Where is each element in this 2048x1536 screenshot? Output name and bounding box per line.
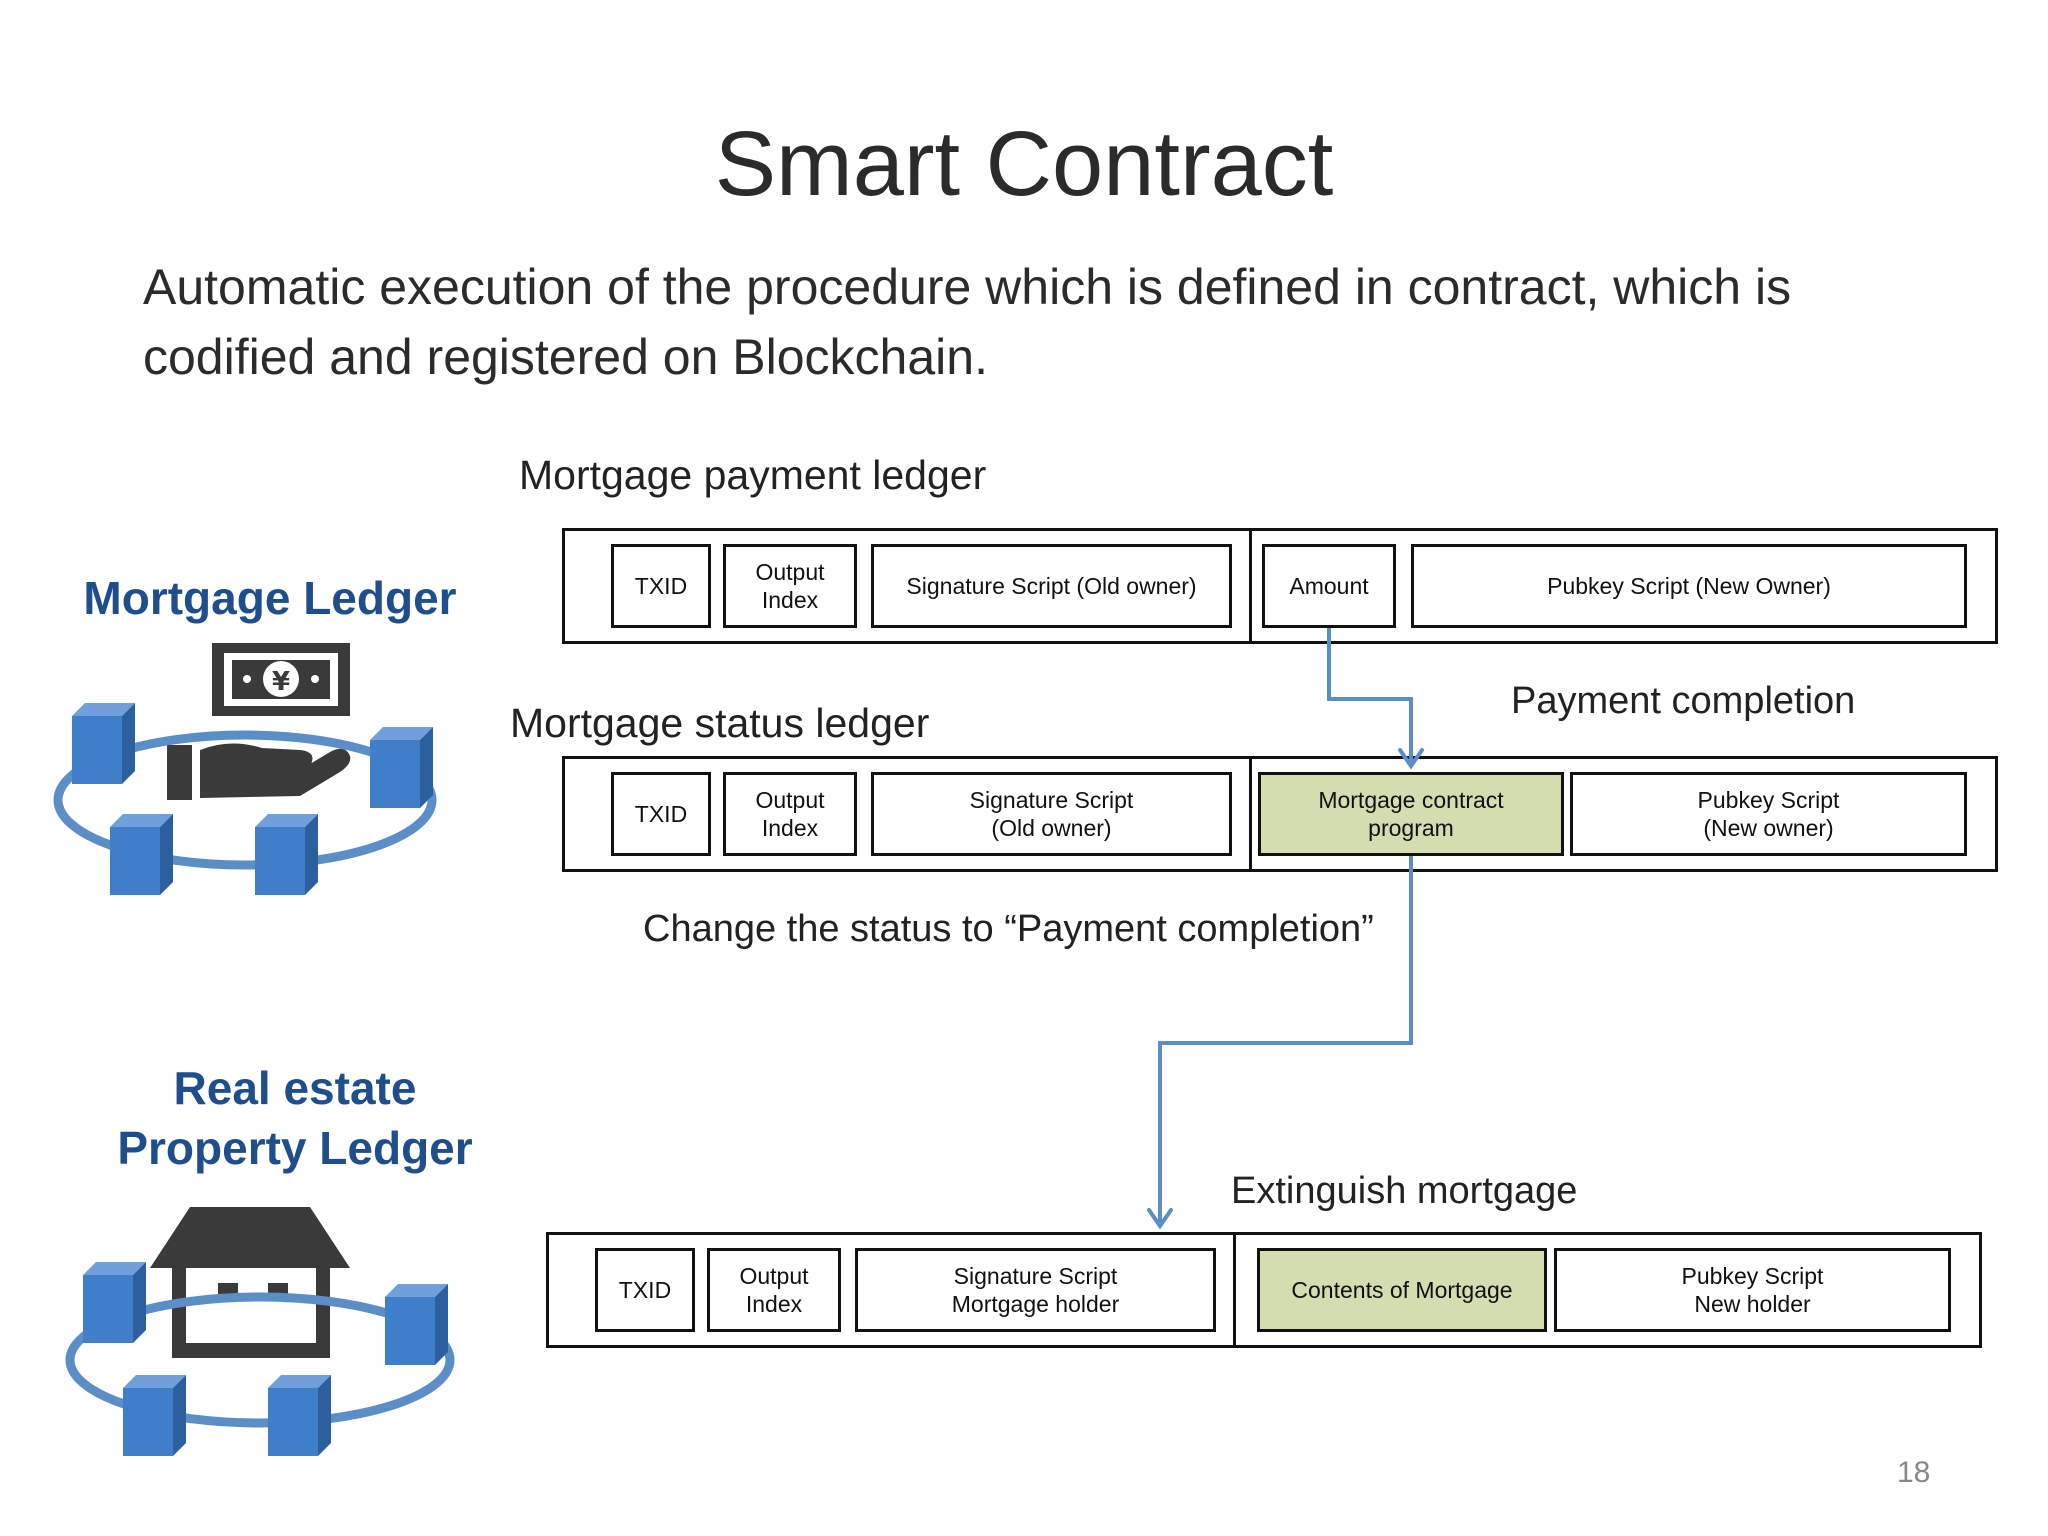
property-contents-of-mortgage-cell: Contents of Mortgage [1257, 1248, 1547, 1332]
property-ledger-title: Real estate Property Ledger [90, 1058, 500, 1178]
status-mortgage-contract-cell: Mortgage contract program [1258, 772, 1564, 856]
property-signature-script-cell: Signature Script Mortgage holder [855, 1248, 1216, 1332]
slide-subtitle: Automatic execution of the procedure whi… [143, 259, 1792, 385]
payment-ledger-name: Mortgage payment ledger [519, 452, 987, 498]
page-number: 18 [1897, 1456, 1931, 1489]
svg-text:¥: ¥ [272, 667, 290, 697]
row-divider [1249, 759, 1252, 869]
blockchain-ring-icon [53, 703, 437, 895]
house-icon [150, 1207, 350, 1358]
payment-txid-cell: TXID [611, 544, 711, 628]
property-txid-cell: TXID [595, 1248, 695, 1332]
payment-completion-label: Payment completion [1511, 680, 1856, 722]
arrowhead-2 [1147, 1208, 1173, 1230]
change-status-label: Change the status to “Payment completion… [643, 908, 1374, 950]
property-output-index-cell: Output Index [707, 1248, 841, 1332]
arrowhead-1 [1398, 748, 1424, 770]
payment-pubkey-script-cell: Pubkey Script (New Owner) [1411, 544, 1967, 628]
row-divider [1233, 1235, 1236, 1345]
amount-to-contract-arrow [1327, 628, 1413, 762]
extinguish-mortgage-label: Extinguish mortgage [1231, 1170, 1578, 1212]
property-ledger-title-line2: Property Ledger [117, 1122, 473, 1174]
status-txid-cell: TXID [611, 772, 711, 856]
payment-amount-cell: Amount [1262, 544, 1396, 628]
property-ledger-title-line1: Real estate [173, 1062, 417, 1114]
status-signature-script-cell: Signature Script (Old owner) [871, 772, 1232, 856]
status-pubkey-script-cell: Pubkey Script (New owner) [1570, 772, 1967, 856]
contract-to-property-arrow [1158, 856, 1413, 1222]
slide-title: Smart Contract [714, 113, 1334, 215]
mortgage-ledger-title: Mortgage Ledger [83, 572, 457, 624]
payment-output-index-cell: Output Index [723, 544, 857, 628]
status-ledger-name: Mortgage status ledger [510, 700, 930, 746]
money-hand-icon: ¥ [167, 643, 351, 800]
row-divider [1249, 531, 1252, 641]
property-pubkey-script-cell: Pubkey Script New holder [1554, 1248, 1951, 1332]
payment-signature-script-cell: Signature Script (Old owner) [871, 544, 1232, 628]
status-output-index-cell: Output Index [723, 772, 857, 856]
blockchain-ring-icon [65, 1262, 455, 1456]
